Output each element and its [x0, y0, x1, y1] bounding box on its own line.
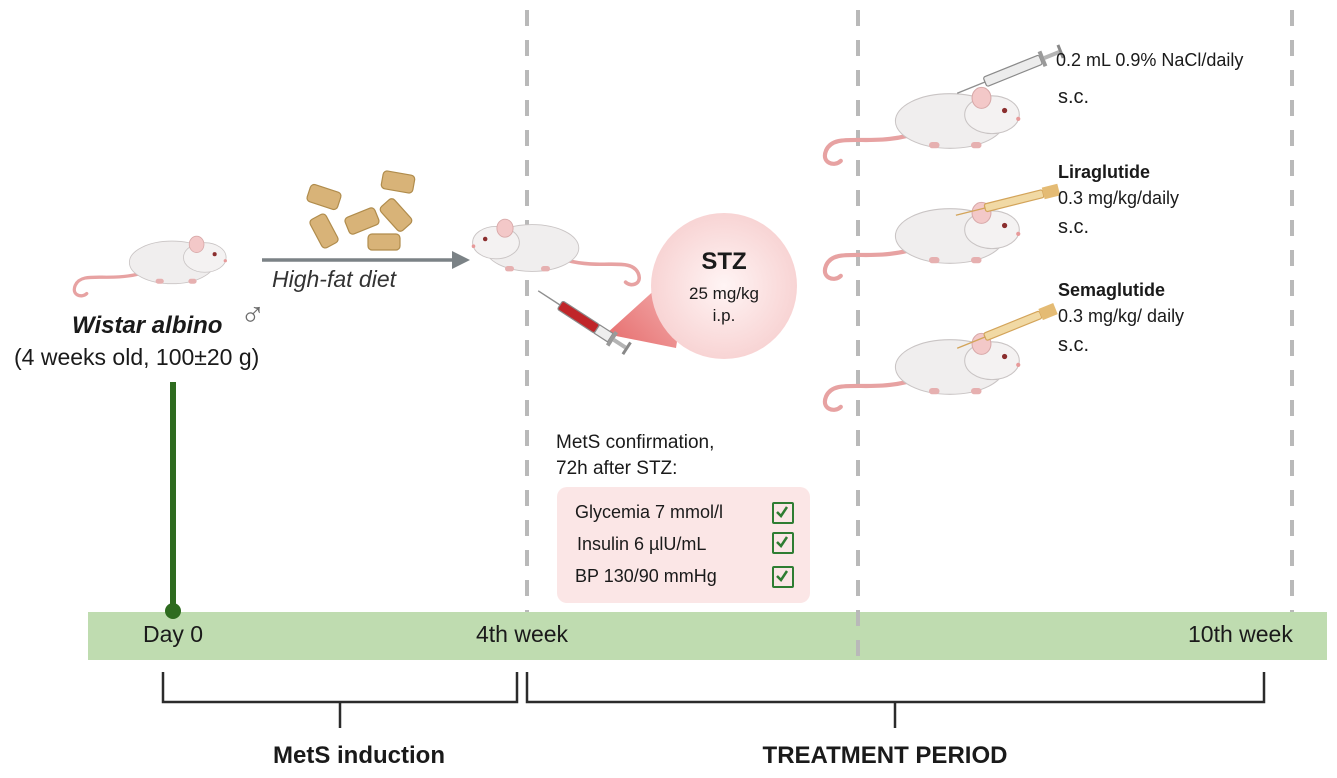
rat-icon [825, 333, 1020, 409]
rat-icon [825, 87, 1020, 163]
stz-bubble [651, 213, 797, 359]
treatment-dose-semaglutide: 0.3 mg/kg/ daily [1058, 306, 1185, 326]
mets-heading-line1: MetS confirmation, [556, 432, 715, 453]
treatment-name-semaglutide: Semaglutide [1058, 280, 1166, 300]
criterion-label: BP 130/90 mmHg [575, 566, 717, 586]
stz-route: i.p. [712, 306, 736, 325]
syringe-icon [955, 183, 1061, 216]
checkbox-icon [772, 502, 794, 524]
mets-criteria-box [557, 487, 810, 603]
mets-criterion-row: BP 130/90 mmHg [557, 562, 810, 592]
rat-icon [825, 202, 1020, 278]
mets-criterion-row: Glycemia 7 mmol/l [557, 498, 810, 528]
day0-marker [165, 603, 181, 619]
diet-arrow-head [452, 251, 470, 269]
mets-heading-line2: 72h after STZ: [556, 458, 678, 479]
timeline-label-4th-week: 4th week [476, 621, 569, 647]
mets-criterion-row: Insulin 6 µlU/mL [557, 530, 810, 560]
subject-strain: Wistar albino [72, 312, 223, 339]
phase-label-induction: MetS induction [273, 742, 445, 769]
stz-dose: 25 mg/kg [689, 284, 759, 303]
timeline-bar [88, 612, 1327, 660]
bracket-treatment [525, 672, 1266, 728]
criterion-label: Glycemia 7 mmol/l [575, 502, 724, 522]
treatment-route-semaglutide: s.c. [1058, 334, 1090, 356]
syringe-icon [953, 42, 1066, 102]
criterion-label: Insulin 6 µlU/mL [577, 534, 707, 554]
rat-icon [72, 234, 229, 298]
phase-label-treatment: TREATMENT PERIOD [762, 742, 1008, 769]
stz-title: STZ [701, 248, 747, 275]
male-symbol-icon: ♂ [240, 296, 266, 334]
treatment-route-control: s.c. [1058, 86, 1090, 108]
bracket-induction [161, 672, 519, 728]
subject-details: (4 weeks old, 100±20 g) [14, 344, 260, 370]
timeline-label-day0: Day 0 [143, 621, 204, 647]
treatment-dose-liraglutide: 0.3 mg/kg/daily [1058, 188, 1180, 208]
treatment-name-liraglutide: Liraglutide [1058, 162, 1151, 182]
rat-icon [469, 217, 642, 287]
timeline-label-10th-week: 10th week [1188, 621, 1293, 647]
syringe-icon [956, 302, 1058, 349]
checkbox-icon [772, 566, 794, 588]
syringe-icon [537, 290, 632, 355]
food-pellets-icon [306, 170, 416, 251]
diet-label: High-fat diet [272, 266, 397, 292]
treatment-route-liraglutide: s.c. [1058, 216, 1090, 238]
checkbox-icon [772, 532, 794, 554]
treatment-dose-control: 0.2 mL 0.9% NaCl/daily [1056, 50, 1244, 70]
